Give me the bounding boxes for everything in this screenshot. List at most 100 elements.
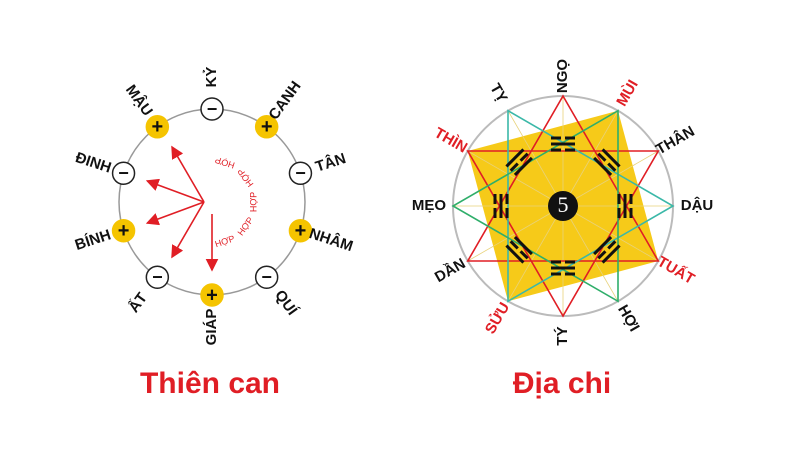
trigram-line xyxy=(617,194,621,204)
stem-label: QUÍ xyxy=(271,287,301,319)
minus-badge xyxy=(111,161,136,186)
minus-icon: − xyxy=(261,267,272,287)
branch-label: MẸO xyxy=(412,197,447,214)
stem-label: KỶ xyxy=(203,67,220,88)
trigram-line xyxy=(505,244,525,264)
minus-badge xyxy=(145,265,170,289)
trigram-line xyxy=(593,156,613,176)
trigram-line xyxy=(565,136,575,140)
trigram-line xyxy=(551,136,561,140)
minus-badge xyxy=(254,265,279,289)
trigram-line xyxy=(513,156,533,176)
plus-icon: + xyxy=(295,220,307,242)
plus-icon: + xyxy=(206,284,218,306)
red-triangle xyxy=(466,150,660,318)
branch-label: DẬU xyxy=(681,196,714,214)
trigram-icon xyxy=(493,194,509,218)
minus-icon: − xyxy=(152,267,163,287)
dia-chi-wheel: 5 NGỌ MÙI THÂN DẬU TUẤT HỢI TÝ SỬU DẦN MẸO THÌN TỴ xyxy=(412,59,713,346)
center-disc xyxy=(548,191,578,221)
branch-label: MÙI xyxy=(612,76,641,109)
arrow xyxy=(145,201,205,226)
trigram-line xyxy=(505,208,509,218)
trigram-line xyxy=(629,194,633,204)
arrow xyxy=(145,178,205,203)
trigram-line xyxy=(551,148,561,152)
branch-label: TỴ xyxy=(486,81,510,106)
branch-label: TUẤT xyxy=(654,253,697,288)
plus-icon: + xyxy=(151,116,163,138)
branch-label: TÝ xyxy=(553,326,571,345)
plus-icon: + xyxy=(118,220,130,242)
minus-badge xyxy=(288,161,313,186)
trigram-line xyxy=(565,148,575,152)
trigram-line xyxy=(607,162,617,172)
stem-label: TÂN xyxy=(313,149,348,176)
trigram-line xyxy=(601,148,621,168)
trigram-icon xyxy=(551,260,575,276)
trigram-line xyxy=(565,260,575,264)
trigram-icon xyxy=(551,136,575,152)
branch-label: NGỌ xyxy=(554,59,571,94)
hop-label: HỢP xyxy=(214,233,236,249)
trigram-line xyxy=(505,148,525,168)
plus-badge xyxy=(288,218,313,243)
hop-label: HỢP xyxy=(214,155,236,171)
green-triangle xyxy=(451,109,619,303)
branch-label: SỬU xyxy=(481,299,513,337)
trigram-line xyxy=(565,272,575,276)
branch-label: HỢI xyxy=(614,302,643,335)
hop-label: HỢP xyxy=(235,167,255,189)
trigram-icon xyxy=(505,148,533,176)
stem-label: ẤT xyxy=(125,290,151,316)
stem-label: GIÁP xyxy=(203,309,220,346)
arrow xyxy=(171,201,205,259)
trigram-line xyxy=(617,208,621,218)
trigram-line xyxy=(551,142,575,146)
minus-icon: − xyxy=(118,163,129,183)
center-number: 5 xyxy=(558,192,569,217)
branch-label: THÌN xyxy=(431,124,470,156)
dia-chi-title: Địa chi xyxy=(513,367,611,400)
stem-label: CANH xyxy=(265,78,304,123)
trigram-line xyxy=(499,194,503,218)
trigram-line xyxy=(629,208,633,218)
plus-badge xyxy=(200,283,224,307)
trigram-icon xyxy=(617,194,633,218)
trigram-line xyxy=(493,194,497,204)
trigram-line xyxy=(513,236,533,256)
minus-icon: − xyxy=(295,163,306,183)
stem-label: NHÂM xyxy=(307,224,355,255)
plus-badge xyxy=(254,115,279,139)
red-triangle xyxy=(466,94,660,262)
trigram-icon xyxy=(593,148,621,176)
trigram-line xyxy=(509,162,519,172)
thien-can-wheel: HỢPHỢPHỢPHỢPHỢP−KỶ+CANH−TÂN+NHÂM−QUÍ+GIÁ… xyxy=(73,67,355,346)
trigram-line xyxy=(551,272,561,276)
stem-label: ĐINH xyxy=(73,149,113,177)
teal-triangle xyxy=(507,109,675,303)
trigram-line xyxy=(551,266,575,270)
branch-label: THÂN xyxy=(653,122,698,158)
branch-label: DẦN xyxy=(432,255,469,286)
trigram-line xyxy=(519,152,529,162)
plus-icon: + xyxy=(261,116,273,138)
arrow xyxy=(171,145,205,203)
stem-label: BÍNH xyxy=(73,226,113,254)
trigram-line xyxy=(597,152,607,162)
trigram-line xyxy=(623,194,627,218)
trigram-icon xyxy=(593,236,621,264)
minus-icon: − xyxy=(207,99,218,119)
trigram-line xyxy=(551,260,561,264)
trigram-line xyxy=(505,194,509,204)
trigram-line xyxy=(607,240,617,250)
trigram-icon xyxy=(505,236,533,264)
trigram-line xyxy=(519,250,529,260)
thien-can-title: Thiên can xyxy=(140,367,280,400)
trigram-line xyxy=(601,244,621,264)
hop-label: HỢP xyxy=(235,215,255,237)
hop-label: HỢP xyxy=(248,192,258,212)
trigram-line xyxy=(593,236,613,256)
trigram-line xyxy=(509,240,519,250)
